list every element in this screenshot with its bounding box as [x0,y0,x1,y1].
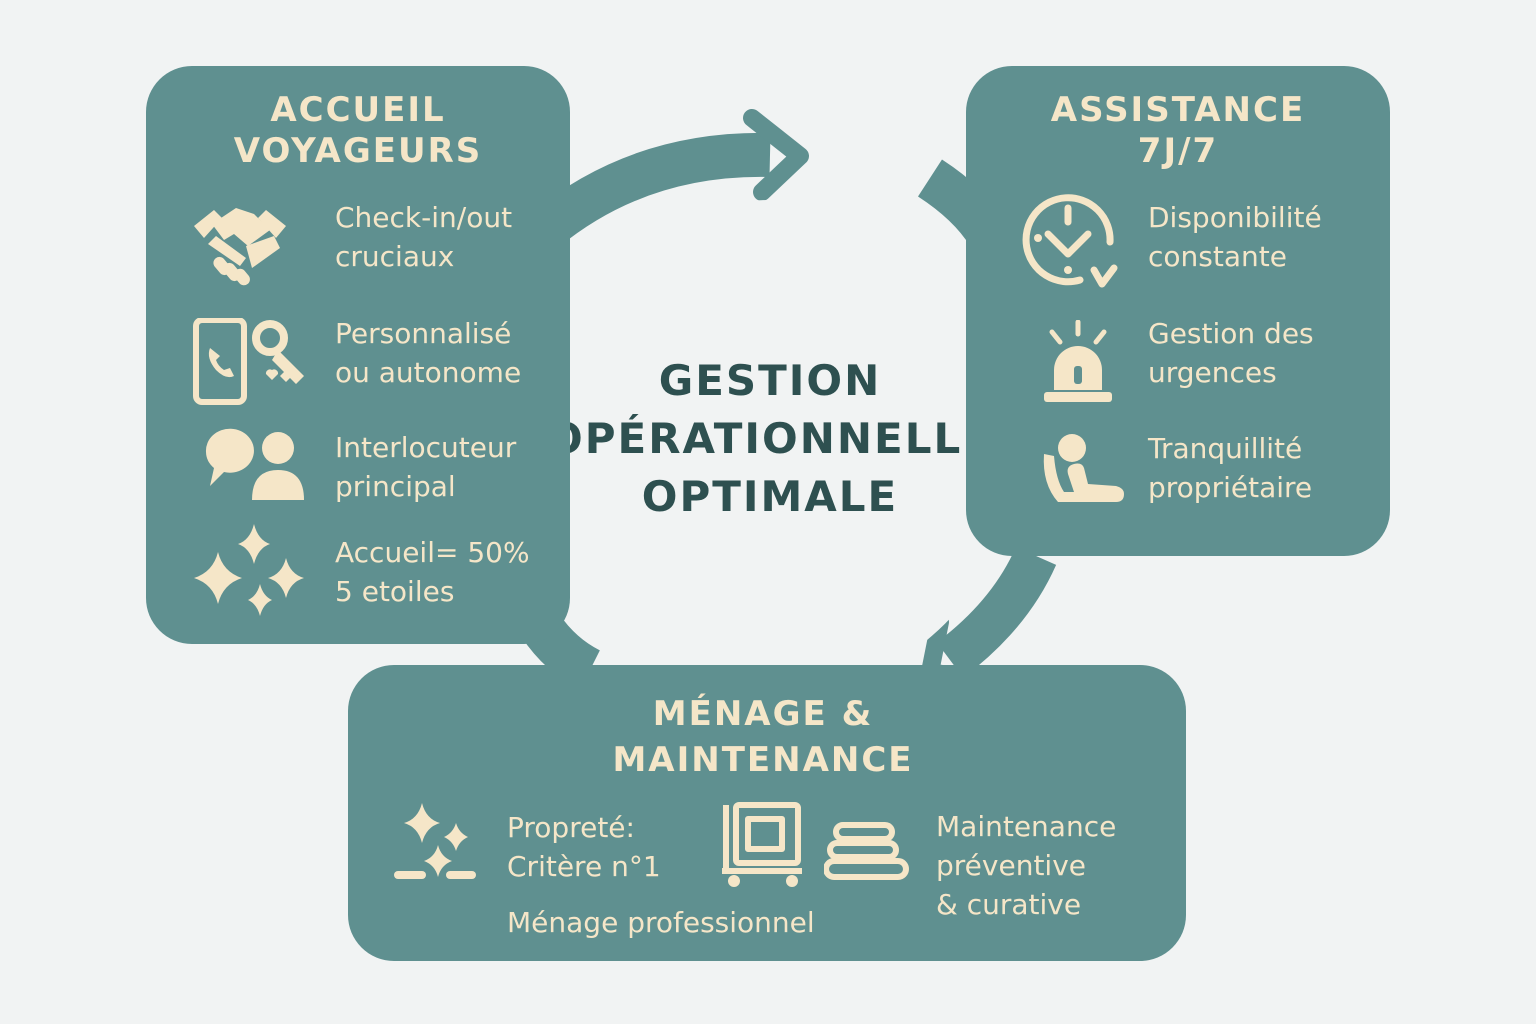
chat-person-icon [202,426,308,502]
menage-panel-title: MÉNAGE & MAINTENANCE [348,691,1178,783]
center-title: GESTION OPÉRATIONNELLE OPTIMALE [540,352,1000,526]
ring-segment-right-lower [936,546,1057,678]
alarm-light-icon [1042,320,1114,404]
assistance-item-1-line-1: Disponibilité [1148,201,1322,234]
handshake-icon [190,196,290,296]
sparkles-icon [190,524,308,616]
accueil-item-4-line-1: Accueil= 50% [335,536,530,569]
towels-icon [824,821,910,883]
assistance-item-tranquillite: Tranquillité propriétaire [1148,429,1312,507]
relaxing-person-icon [1038,430,1128,510]
menage-maintenance-line-2: préventive [936,849,1086,882]
center-title-line-1: GESTION [658,356,882,405]
accueil-title-line-1: ACCUEIL [270,90,446,130]
center-title-line-2: OPÉRATIONNELLE [547,414,993,463]
phone-key-icon [192,318,312,406]
menage-proprete-line-2: Critère n°1 [507,850,661,883]
menage-maintenance-line-3: & curative [936,888,1082,921]
assistance-item-3-line-2: propriétaire [1148,471,1313,504]
cleaning-cart-icon [720,801,806,889]
accueil-item-2-line-1: Personnalisé [335,317,512,350]
menage-item-professionnel: Ménage professionnel [507,906,815,939]
accueil-item-4-line-2: 5 etoiles [335,575,455,608]
accueil-voyageurs-panel: ACCUEIL VOYAGEURS Check-in/out cruciaux [146,66,570,644]
accueil-item-1-line-2: cruciaux [335,240,455,273]
accueil-item-1-line-1: Check-in/out [335,201,513,234]
accueil-item-3-line-1: Interlocuteur [335,431,517,464]
assistance-item-1-line-2: constante [1148,240,1287,273]
assistance-item-2-line-2: urgences [1148,356,1277,389]
accueil-panel-title: ACCUEIL VOYAGEURS [146,90,570,172]
accueil-item-3-line-2: principal [335,470,456,503]
assistance-panel: ASSISTANCE 7J/7 Disponibilité constante [966,66,1390,556]
accueil-item-etoiles: Accueil= 50% 5 etoiles [335,533,530,611]
menage-item-maintenance: Maintenance préventive & curative [936,807,1116,924]
assistance-item-disponibilite: Disponibilité constante [1148,198,1322,276]
assistance-item-urgences: Gestion des urgences [1148,314,1314,392]
sparkle-clean-icon [394,801,478,881]
assistance-item-3-line-1: Tranquillité [1148,432,1303,465]
arrowhead-top [743,109,809,201]
menage-title-line-2: MAINTENANCE [612,740,914,780]
center-circle [522,200,1018,696]
assistance-title-line-2: 7J/7 [1137,131,1219,171]
menage-maintenance-line-1: Maintenance [936,810,1117,843]
accueil-item-2-line-2: ou autonome [335,356,522,389]
accueil-item-personnalise: Personnalisé ou autonome [335,314,521,392]
menage-proprete-line-1: Propreté: [507,811,635,844]
menage-title-line-1: MÉNAGE & [652,694,874,734]
accueil-title-line-2: VOYAGEURS [233,131,483,171]
menage-item-proprete: Propreté: Critère n°1 [507,808,661,886]
accueil-item-checkin: Check-in/out cruciaux [335,198,512,276]
assistance-item-2-line-1: Gestion des [1148,317,1314,350]
clock-icon [1018,184,1118,294]
center-title-line-3: OPTIMALE [641,472,899,521]
menage-maintenance-panel: MÉNAGE & MAINTENANCE Propreté: Critère n… [348,665,1186,961]
assistance-panel-title: ASSISTANCE 7J/7 [966,90,1390,172]
accueil-item-interlocuteur: Interlocuteur principal [335,428,516,506]
assistance-title-line-1: ASSISTANCE [1050,90,1306,130]
